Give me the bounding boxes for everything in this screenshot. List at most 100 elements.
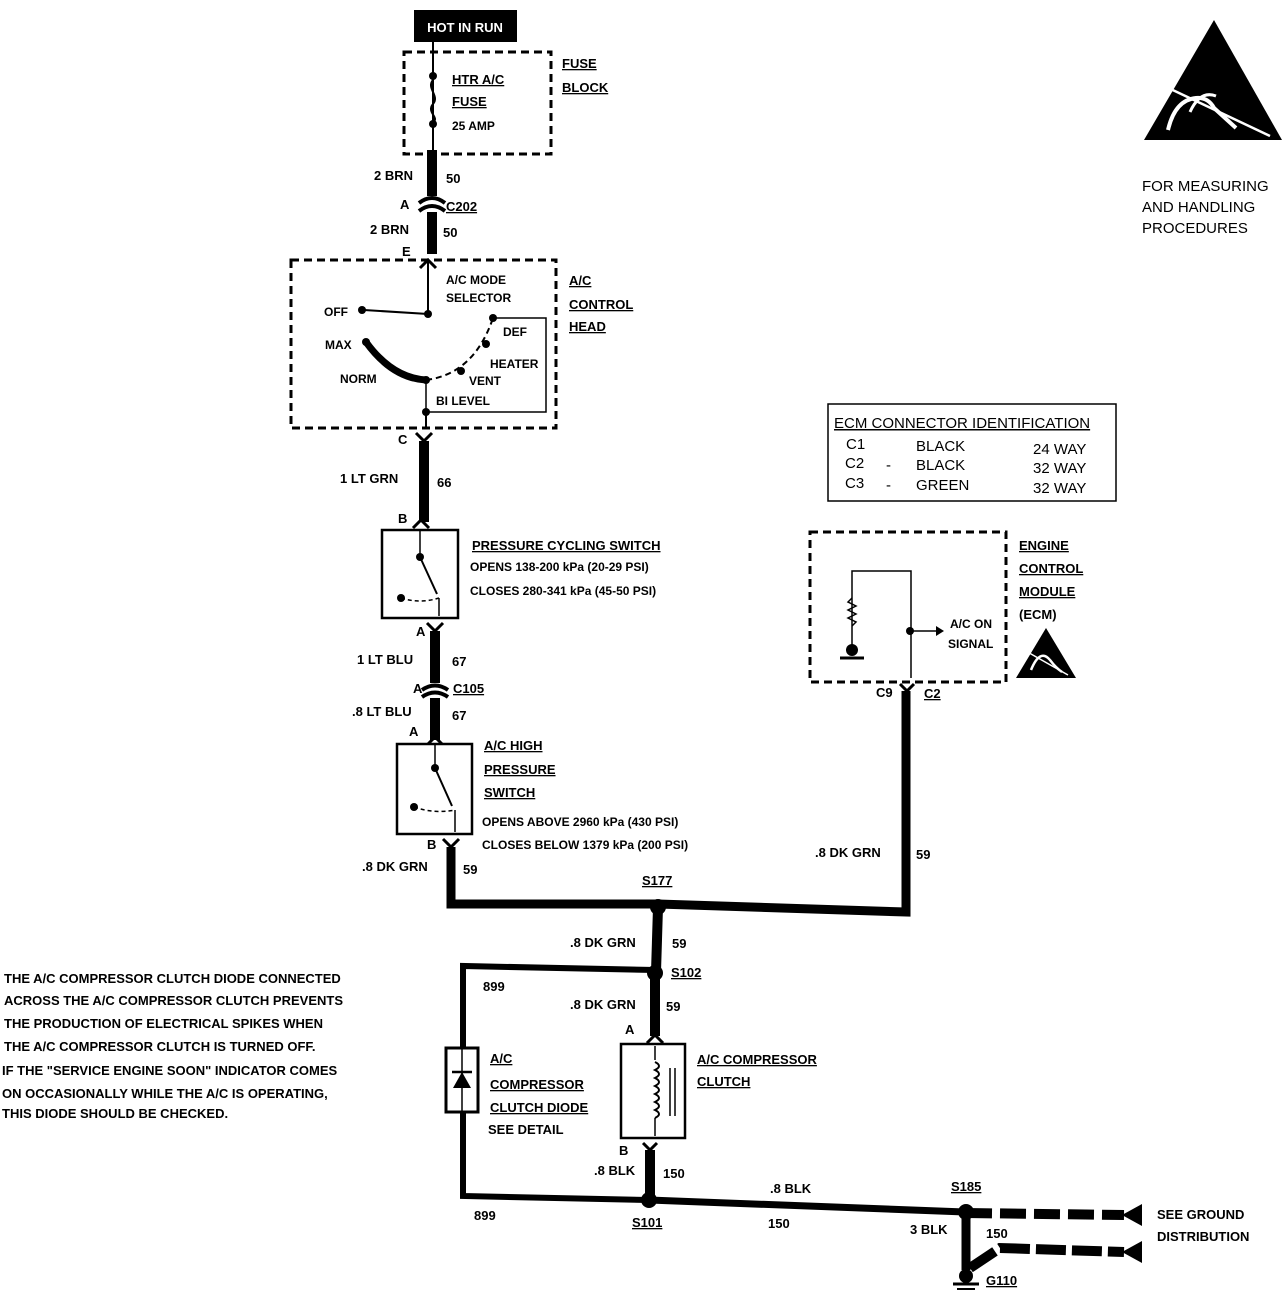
wire-150-bus (648, 1196, 966, 1216)
position-def: DEF (503, 325, 527, 339)
c105-pin-a-top: A (413, 681, 423, 696)
diode-note-line-5: IF THE "SERVICE ENGINE SOON" INDICATOR C… (2, 1063, 338, 1078)
control-head-title-1: A/C (569, 273, 592, 288)
ecm-ground-icon (840, 644, 864, 660)
pcs-title: PRESSURE CYCLING SWITCH (472, 538, 661, 553)
fuse-block-outline (402, 50, 553, 156)
hot-in-run-label: HOT IN RUN (427, 20, 503, 35)
esd-warning-icon (1144, 20, 1282, 140)
ecm-table-row1-id: C1 (846, 436, 865, 453)
wire-50-bottom-circuit: 50 (443, 225, 457, 240)
clutch-pin-b: B (619, 1143, 628, 1158)
ecm-table-row3-sep: - (886, 477, 891, 494)
ecm-table-row3-color: GREEN (916, 477, 969, 494)
clutch-pin-a: A (625, 1022, 635, 1037)
wire-50-bottom-label: 2 BRN (370, 222, 409, 237)
ecm-table-row3-ways: 32 WAY (1033, 480, 1086, 497)
pcs-closes: CLOSES 280-341 kPa (45-50 PSI) (470, 584, 656, 598)
fuse-block-title-1: FUSE (562, 56, 597, 71)
hps-opens: OPENS ABOVE 2960 kPa (430 PSI) (482, 815, 678, 829)
fuse-label-1: HTR A/C (452, 72, 505, 87)
diode-note-line-4: THE A/C COMPRESSOR CLUTCH IS TURNED OFF. (4, 1039, 316, 1054)
wire-50-top-circuit: 50 (446, 171, 460, 186)
hps-pin-b: B (427, 837, 436, 852)
wire-150-ground-circuit: 150 (986, 1226, 1008, 1241)
g110-label: G110 (986, 1273, 1017, 1288)
position-max: MAX (325, 338, 352, 352)
ecm-table-row2-ways: 32 WAY (1033, 460, 1086, 477)
pcs-pin-b: B (398, 511, 407, 526)
clutch-diode-title-2: COMPRESSOR (490, 1077, 585, 1092)
c202-label: C202 (446, 199, 477, 214)
ecm-title-2: CONTROL (1019, 561, 1083, 576)
wire-59-hps-label: .8 DK GRN (362, 859, 428, 874)
connector-c202 (417, 196, 447, 213)
wire-59-ecm-circuit: 59 (916, 847, 930, 862)
clutch-title-2: CLUTCH (697, 1074, 750, 1089)
esd-notice-3: PROCEDURES (1142, 220, 1248, 237)
ecm-connector-table-title: ECM CONNECTOR IDENTIFICATION (834, 415, 1090, 432)
ecm-table-row1-color: BLACK (916, 438, 965, 455)
diode-note-line-6: ON OCCASIONALLY WHILE THE A/C IS OPERATI… (2, 1086, 328, 1101)
wire-150-bus-label: .8 BLK (770, 1181, 812, 1196)
c105-label: C105 (453, 681, 484, 696)
wire-66-circuit: 66 (437, 475, 451, 490)
clutch-coil-icon (652, 1046, 676, 1136)
fuse-icon (429, 72, 437, 128)
diode-note-line-1: THE A/C COMPRESSOR CLUTCH DIODE CONNECTE… (4, 971, 341, 986)
wire-150-ground-label: 3 BLK (910, 1222, 948, 1237)
s177-label: S177 (642, 873, 672, 888)
diode-note: THE A/C COMPRESSOR CLUTCH DIODE CONNECTE… (2, 971, 343, 1121)
wire-899-top-label: 899 (483, 979, 505, 994)
clutch-diode-title-1: A/C (490, 1051, 513, 1066)
position-norm: NORM (340, 372, 377, 386)
ground-distribution-2: DISTRIBUTION (1157, 1229, 1249, 1244)
ecm-table-row1-ways: 24 WAY (1033, 441, 1086, 458)
c202-pin-a: A (400, 197, 410, 212)
wire-59-mid-circuit: 59 (672, 936, 686, 951)
ecm-connector-c2: C2 (924, 686, 941, 701)
c105-pin-a-bottom: A (409, 724, 419, 739)
fuse-label-2: FUSE (452, 94, 487, 109)
wire-50-top-label: 2 BRN (374, 168, 413, 183)
s101-label: S101 (632, 1215, 662, 1230)
hps-title-2: PRESSURE (484, 762, 556, 777)
high-pressure-switch-icon (410, 744, 456, 832)
hps-title-1: A/C HIGH (484, 738, 543, 753)
ecm-connector-table (827, 403, 1117, 502)
wire-150-ground-dashed (965, 1208, 1125, 1220)
pressure-cycling-switch-icon (397, 530, 440, 616)
ground-distribution-1: SEE GROUND (1157, 1207, 1244, 1222)
wire-150-bus-circuit: 150 (768, 1216, 790, 1231)
wire-59-hps-circuit: 59 (463, 862, 477, 877)
position-vent: VENT (469, 374, 502, 388)
control-head-pin-c: C (398, 432, 408, 447)
connector-c105 (420, 683, 450, 699)
wire-67-upper-circuit: 67 (452, 654, 466, 669)
wire-150-clutch-circuit: 150 (663, 1166, 685, 1181)
ground-arrow-lower-icon (1122, 1241, 1142, 1263)
fuse-block-title-2: BLOCK (562, 80, 609, 95)
wire-67-lower-circuit: 67 (452, 708, 466, 723)
ac-on-signal-1: A/C ON (950, 617, 992, 631)
clutch-diode-see-detail: SEE DETAIL (488, 1122, 564, 1137)
ecm-table-row2-sep: - (886, 457, 891, 474)
diode-note-line-2: ACROSS THE A/C COMPRESSOR CLUTCH PREVENT… (4, 993, 343, 1008)
ac-on-signal-2: SIGNAL (948, 637, 993, 651)
mode-selector-label-1: A/C MODE (446, 273, 506, 287)
wire-899 (460, 962, 656, 1048)
wire-59-clutch-circuit: 59 (666, 999, 680, 1014)
mode-selector-label-2: SELECTOR (446, 291, 511, 305)
wire-67-lower-label: .8 LT BLU (352, 704, 412, 719)
control-head-pin-e: E (402, 244, 411, 259)
diode-note-line-3: THE PRODUCTION OF ELECTRICAL SPIKES WHEN (4, 1016, 323, 1031)
ground-arrow-upper-icon (1122, 1204, 1142, 1226)
ecm-esd-icon (1016, 628, 1076, 678)
wire-67-upper-label: 1 LT BLU (357, 652, 413, 667)
wire-59-s177-s102 (651, 906, 663, 973)
ecm-title-1: ENGINE (1019, 538, 1069, 553)
wire-899-bottom-label: 899 (474, 1208, 496, 1223)
ecm-title-3: MODULE (1019, 584, 1076, 599)
clutch-title-1: A/C COMPRESSOR (697, 1052, 818, 1067)
